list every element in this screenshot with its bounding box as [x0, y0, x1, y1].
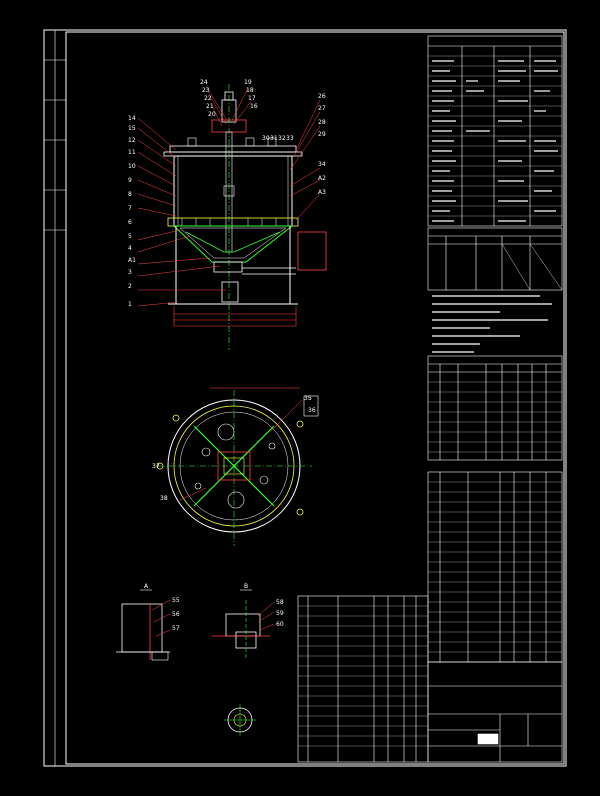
callout-top-16: 16 [250, 103, 258, 110]
callout-right-28: 28 [318, 119, 326, 126]
callout-left-7: 7 [128, 205, 132, 212]
nozzle-table-rows [428, 381, 562, 453]
design-data-rows [428, 55, 562, 217]
callout-left-A1: A1 [128, 257, 136, 264]
callout-plan-38: 38 [160, 495, 168, 502]
callout-section-b-60: 60 [276, 621, 284, 628]
nozzle-table [427, 355, 563, 461]
section-a-label: A [144, 583, 149, 590]
callout-right-32: 32 [278, 135, 286, 142]
flange-detail [224, 704, 256, 736]
design-data-text-marks [432, 60, 558, 222]
callout-top-18: 18 [246, 87, 254, 94]
callout-top-19: 19 [244, 79, 252, 86]
callout-right-31: 31 [270, 135, 278, 142]
callout-right-A2: A2 [318, 175, 326, 182]
section-b-detail [212, 589, 275, 660]
callout-section-b-58: 58 [276, 599, 284, 606]
callout-left-6: 6 [128, 219, 132, 226]
callout-left-10: 10 [128, 163, 136, 170]
parts-list-lower [297, 595, 429, 763]
callout-right-34: 34 [318, 161, 326, 168]
callout-left-9: 9 [128, 177, 132, 184]
callout-section-a-55: 55 [172, 597, 180, 604]
callout-left-1: 1 [128, 301, 132, 308]
callout-right-27: 27 [318, 105, 326, 112]
callout-left-14: 14 [128, 115, 136, 122]
callout-right-33: 33 [286, 135, 294, 142]
section-a-detail [116, 589, 171, 661]
callout-section-a-56: 56 [172, 611, 180, 618]
callout-layer: 1415121110987654A13212423222120191817162… [128, 79, 326, 632]
parts-list-lower-rows [298, 605, 428, 747]
technical-notes [432, 295, 552, 353]
callout-plan-35: 35 [304, 395, 312, 402]
sheet-outer-frame [43, 29, 567, 767]
callout-top-22: 22 [204, 95, 212, 102]
elevation-view [137, 84, 327, 350]
callout-left-5: 5 [128, 233, 132, 240]
callout-right-A3: A3 [318, 189, 326, 196]
callout-left-12: 12 [128, 137, 136, 144]
callout-section-a-57: 57 [172, 625, 180, 632]
parts-list-right-rows [428, 481, 562, 653]
callout-plan-36: 36 [308, 407, 316, 414]
callout-top-17: 17 [248, 95, 256, 102]
callout-plan-37: 37 [152, 463, 160, 470]
callout-right-30: 30 [262, 135, 270, 142]
title-block [427, 661, 563, 763]
callout-left-8: 8 [128, 191, 132, 198]
callout-left-3: 3 [128, 269, 132, 276]
inspection-table [427, 227, 563, 291]
callout-top-23: 23 [202, 87, 210, 94]
section-b-label: B [244, 583, 248, 590]
callout-right-29: 29 [318, 131, 326, 138]
plan-view [156, 387, 319, 546]
parts-list-right [427, 471, 563, 663]
binding-strip [44, 30, 66, 766]
callout-top-21: 21 [206, 103, 214, 110]
callout-section-b-59: 59 [276, 610, 284, 617]
callout-left-4: 4 [128, 245, 132, 252]
callout-top-20: 20 [208, 111, 216, 118]
callout-left-11: 11 [128, 149, 136, 156]
callout-left-2: 2 [128, 283, 132, 290]
callout-left-15: 15 [128, 125, 136, 132]
callout-top-24: 24 [200, 79, 208, 86]
sheet-inner-frame [65, 31, 565, 765]
callout-right-26: 26 [318, 93, 326, 100]
